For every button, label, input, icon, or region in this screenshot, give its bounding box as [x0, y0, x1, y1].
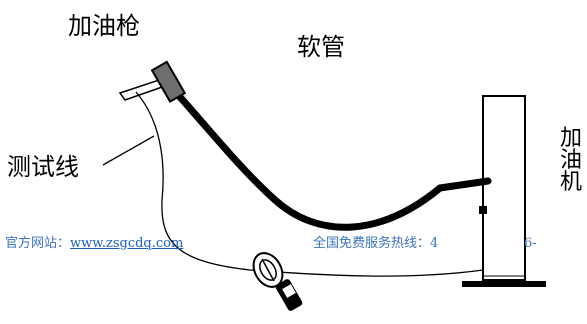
hose-line — [176, 93, 492, 231]
footer-hotline-partial: 4 — [430, 236, 439, 251]
footer-website: 官方网站：www.zsgcdq.com — [5, 236, 183, 252]
label-nozzle: 加油枪 — [68, 12, 140, 40]
test-line — [135, 91, 484, 277]
label-dispenser-char: 油 — [559, 148, 582, 173]
label-dispenser-char: 机 — [559, 170, 582, 195]
test-line-leader — [102, 135, 155, 166]
nozzle-grip — [150, 60, 187, 103]
label-dispenser: 加油机 — [559, 128, 583, 194]
footer-site-prefix: 官方网站： — [5, 236, 71, 251]
label-hose: 软管 — [297, 33, 345, 61]
tester-device — [252, 252, 303, 311]
label-dispenser-char: 加 — [559, 126, 582, 151]
label-test-line: 测试线 — [7, 153, 79, 181]
dispenser-body — [482, 95, 526, 281]
footer-site-link[interactable]: www.zsgcdq.com — [70, 236, 184, 251]
footer-hotline-prefix: 全国免费服务热线： — [313, 236, 431, 251]
dispenser-connector — [479, 206, 487, 214]
footer-hotline-suffix: 6- — [524, 236, 537, 251]
footer-hotline: 全国免费服务热线：4 — [313, 236, 438, 252]
